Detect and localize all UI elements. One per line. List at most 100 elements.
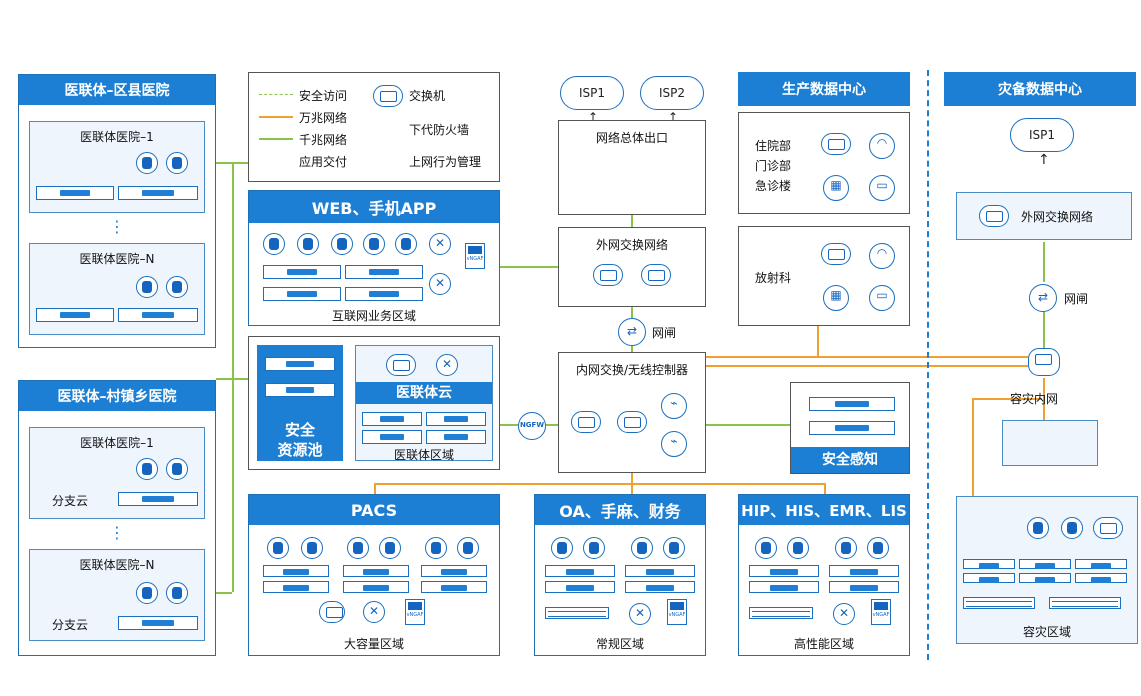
resource-pool-panel: 安全 资源池 ✕ 医联体云 医联体区域: [248, 336, 500, 470]
server-icon: [545, 581, 615, 593]
vm-icon: [263, 233, 285, 255]
village-hospital-title: 医联体–村镇乡医院: [19, 381, 215, 411]
vm-icon: [363, 233, 385, 255]
oa-title: OA、手麻、财务: [535, 495, 705, 525]
village-hospital-n-box: 医联体医院–N 分支云: [29, 549, 205, 641]
dr-gatekeeper-label: 网闸: [1064, 292, 1089, 306]
link: [817, 326, 819, 358]
link: [374, 483, 376, 495]
link: [1043, 242, 1045, 282]
switch-icon: [821, 243, 851, 265]
vngaf-label: vNGAF: [668, 612, 686, 618]
vm-icon: [136, 458, 158, 480]
switch-icon: [1028, 348, 1060, 376]
vm-icon: [867, 537, 889, 559]
vm-icon: [835, 537, 857, 559]
green-line-icon: [259, 138, 293, 140]
external-switch-box: 外网交换网络: [558, 227, 706, 307]
ngfw-icon: vNGAF: [871, 599, 891, 625]
switch-icon: [821, 133, 851, 155]
oa-panel: OA、手麻、财务 ✕ vNGAF 常规区域: [534, 494, 706, 656]
server-icon: [1019, 559, 1071, 569]
hospital-n-label: 医联体医院–N: [79, 558, 155, 572]
link: [500, 266, 558, 268]
server-icon: [1075, 559, 1127, 569]
wireless-controller-icon: ⌁: [661, 393, 687, 419]
vm-icon: [297, 233, 319, 255]
pool-line2: 资源池: [277, 441, 323, 459]
server-icon: [1019, 573, 1071, 583]
server-icon: [809, 421, 895, 435]
legend-secure-access: 安全访问: [299, 89, 348, 103]
pacs-area-label: 大容量区域: [343, 637, 404, 651]
vm-icon: [583, 537, 605, 559]
vm-icon: [267, 537, 289, 559]
security-perception-box: 安全感知: [790, 382, 910, 474]
vm-icon: [1027, 517, 1049, 539]
switch-icon: [571, 411, 601, 433]
legend-app-delivery: 应用交付: [299, 155, 348, 169]
ngfw-icon: NGFW: [518, 412, 546, 440]
server-icon: [36, 186, 114, 200]
external-switch-label: 外网交换网络: [595, 238, 668, 252]
switch-icon: [979, 205, 1009, 227]
vngaf-label: vNGAF: [872, 612, 890, 618]
vm-icon: [331, 233, 353, 255]
load-balancer-icon: ✕: [363, 601, 385, 623]
gatekeeper-icon: ⇄: [618, 318, 646, 346]
legend-gig: 千兆网络: [299, 133, 348, 147]
server-icon: [265, 383, 335, 397]
dr-inner-label: 容灾内网: [1010, 392, 1059, 406]
link: [972, 398, 974, 496]
legend-ngfw: 下代防火墙: [409, 123, 470, 137]
outpatient-label: 门诊部: [755, 159, 792, 173]
vm-icon: [166, 276, 188, 298]
medical-cloud-box: ✕ 医联体云 医联体区域: [355, 345, 493, 462]
server-icon: [426, 412, 486, 426]
building-icon: ▦: [823, 285, 849, 311]
dr-inner-box: [1002, 420, 1098, 466]
switch-icon: [641, 264, 671, 286]
server-icon: [263, 287, 341, 301]
vm-icon: [395, 233, 417, 255]
wifi-icon: ◠: [869, 133, 895, 159]
branch-cloud-label: 分支云: [52, 618, 89, 632]
security-pool: 安全 资源池: [257, 345, 343, 461]
web-app-panel: WEB、手机APP ✕ ✕ vNGAF 互联网业务区域: [248, 190, 500, 326]
link: [706, 424, 790, 426]
vm-icon: [631, 537, 653, 559]
load-balancer-icon: ✕: [436, 354, 458, 376]
legend: 安全访问 万兆网络 千兆网络 应用交付 交换机 下代防火墙 上网行为管理: [248, 72, 500, 182]
village-hospital-1-box: 医联体医院–1 分支云: [29, 427, 205, 519]
hospital-1-box: 医联体医院–1: [29, 121, 205, 213]
hospital-1-label: 医联体医院–1: [80, 130, 154, 144]
network-exit-box: 网络总体出口: [558, 120, 706, 215]
link: [232, 162, 234, 592]
building-icon: ▦: [823, 175, 849, 201]
isp1-cloud: ISP1: [560, 76, 624, 110]
web-app-title: WEB、手机APP: [249, 191, 499, 223]
vm-icon: [136, 582, 158, 604]
dr-dc-title: 灾备数据中心: [944, 72, 1136, 106]
terminal-icon: ▭: [869, 175, 895, 201]
server-icon: [345, 287, 423, 301]
server-icon: [263, 565, 329, 577]
server-icon: [963, 573, 1015, 583]
core-switch-box: 内网交换/无线控制器 ⌁ ⌁: [558, 352, 706, 473]
arrow-up-icon: ↑: [1038, 152, 1050, 168]
dr-area-label: 容灾区域: [1022, 625, 1071, 639]
load-balancer-icon: ✕: [833, 603, 855, 625]
server-icon: [343, 565, 409, 577]
pacs-panel: PACS ✕ vNGAF 大容量区域: [248, 494, 500, 656]
load-balancer-icon: ✕: [629, 603, 651, 625]
core-switch-label: 内网交换/无线控制器: [575, 363, 689, 377]
link: [631, 483, 633, 495]
server-icon: [829, 565, 899, 577]
switch-icon: [593, 264, 623, 286]
switch-icon: [319, 601, 345, 623]
wifi-icon: ◠: [869, 243, 895, 269]
vm-icon: [663, 537, 685, 559]
gatekeeper-icon: ⇄: [1029, 284, 1057, 312]
storage-icon: [1049, 597, 1121, 609]
server-icon: [421, 581, 487, 593]
